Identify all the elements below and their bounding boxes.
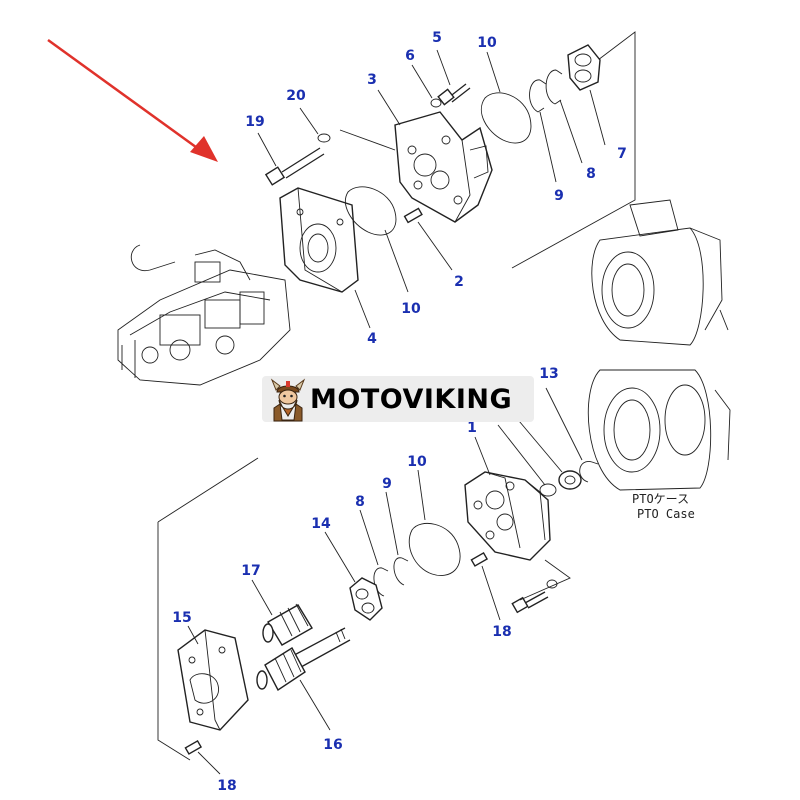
viking-logo-icon (270, 378, 306, 422)
callout-7: 7 (617, 146, 627, 162)
part-19-bolt (264, 147, 325, 186)
callout-1: 1 (467, 420, 477, 436)
rear-cover-bolt (511, 579, 558, 614)
assembly-frame-lines (157, 31, 636, 761)
callout-10-upper-right: 10 (477, 35, 497, 51)
part-3-front-cover (394, 111, 493, 223)
part-10-gasket-upper-right (480, 92, 532, 144)
part-10-gasket-upper-left (345, 186, 397, 236)
callout-16: 16 (323, 737, 342, 753)
callout-10-upper-left: 10 (401, 301, 421, 317)
callout-9-upper: 9 (554, 188, 564, 204)
callout-2: 2 (454, 274, 464, 290)
part-20-washer (317, 133, 331, 143)
brand-name: MOTOVIKING (310, 383, 513, 415)
callout-20: 20 (286, 88, 306, 104)
part-18-dowel-pin-upper (470, 551, 489, 567)
callout-9-lower: 9 (382, 476, 392, 492)
callout-14: 14 (311, 516, 331, 532)
callout-numbers: 5 6 10 3 20 19 7 8 9 2 10 4 13 1 10 9 8 … (172, 30, 627, 794)
part-14-thrust-plate (349, 577, 383, 621)
callout-17: 17 (241, 563, 260, 579)
pump-assembly-thumbnail (117, 244, 291, 386)
callout-18-lower: 18 (217, 778, 236, 794)
red-pointer-arrow (47, 38, 218, 162)
callout-3: 3 (367, 72, 377, 88)
callout-18-upper: 18 (492, 624, 511, 640)
part-6-washer (430, 98, 442, 108)
part-15-gear-case (177, 629, 249, 731)
part-2-dowel-pin (403, 207, 423, 224)
callout-10-lower: 10 (407, 454, 427, 470)
part-17-driven-gear (262, 603, 313, 646)
leader-lines (187, 49, 606, 775)
part-5-bolt (437, 83, 471, 106)
part-8-snap-ring-lower (373, 567, 389, 597)
part-7-oil-seal (567, 44, 601, 91)
part-1-rear-cover (464, 471, 551, 561)
callout-8-upper: 8 (586, 166, 596, 182)
callout-19: 19 (245, 114, 264, 130)
pto-case-label-en: PTO Case (637, 507, 695, 521)
part-9-snap-ring-lower (393, 557, 409, 586)
pto-case-outline (587, 199, 731, 491)
pto-case-label-jp: PTOケース (632, 492, 689, 506)
callout-5: 5 (432, 30, 442, 46)
part-13-snap-ring (579, 461, 599, 483)
rear-cover-frame-line (519, 559, 571, 601)
part-16-drive-gear-shaft (256, 627, 351, 692)
part-4-middle-plate (279, 187, 359, 293)
part-1-seal-washers (539, 470, 582, 497)
part-8-snap-ring-upper (545, 69, 563, 105)
callout-15: 15 (172, 610, 191, 626)
callout-6: 6 (405, 48, 415, 64)
callout-13: 13 (539, 366, 558, 382)
motoviking-watermark: MOTOVIKING (262, 376, 534, 422)
part-10-gasket-lower (408, 522, 461, 576)
part-18-dowel-pin-lower (184, 739, 203, 755)
part-9-snap-ring-upper (529, 79, 547, 113)
callout-8-lower: 8 (355, 494, 365, 510)
callout-4: 4 (367, 331, 377, 347)
